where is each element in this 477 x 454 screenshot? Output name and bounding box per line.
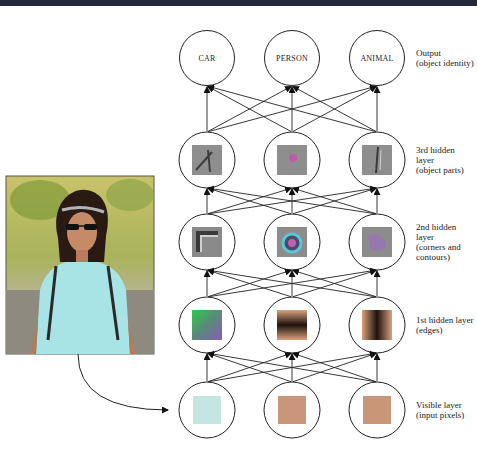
output-circle: CAR: [179, 30, 235, 86]
second-hidden-layer: [179, 214, 405, 270]
layer-arrow: [293, 86, 376, 131]
layer-arrow: [293, 353, 376, 381]
layer-arrow: [293, 353, 376, 381]
layer-description: (edges): [416, 325, 474, 335]
layer-arrow: [377, 354, 378, 381]
layer-description: (input pixels): [416, 410, 474, 420]
layer-arrow: [208, 86, 291, 131]
layer-arrow: [208, 353, 376, 382]
layer-arrow: [207, 87, 208, 131]
layer-name: 3rd hidden layer: [416, 145, 474, 165]
third-hidden-layer: [179, 132, 405, 188]
layer-arrow: [293, 270, 376, 296]
class-label: ANIMAL: [360, 54, 393, 63]
layer-arrow: [377, 87, 378, 131]
class-label: PERSON: [276, 54, 308, 63]
layer-name: 2nd hidden layer: [416, 222, 474, 242]
layer-description: (object identity): [416, 58, 474, 68]
layer-arrow: [293, 270, 376, 296]
layer-arrow: [207, 354, 208, 381]
layer-description: (corners and contours): [416, 242, 474, 262]
layer-description: (object parts): [416, 165, 474, 175]
layer-arrow: [208, 270, 376, 297]
layer-arrow: [208, 188, 291, 213]
layer-arrow: [208, 353, 291, 381]
visible-layer: [179, 382, 405, 438]
layer-arrow: [207, 271, 208, 296]
layer-arrow: [208, 188, 376, 214]
top-bar: [0, 0, 477, 6]
photo: [6, 176, 154, 354]
layer-arrow: [208, 270, 376, 297]
layer-arrow: [377, 189, 378, 213]
layer-arrow: [208, 353, 291, 381]
layer-name: Output: [416, 48, 474, 58]
output-circle: ANIMAL: [349, 30, 405, 86]
layer-name: 1st hidden layer: [416, 315, 474, 325]
class-label: CAR: [198, 54, 215, 63]
layer-arrow: [208, 86, 376, 131]
output-circle: PERSON: [264, 30, 320, 86]
layer-arrow: [208, 86, 291, 131]
layer-arrow: [293, 188, 376, 213]
first-hidden-layer: [179, 297, 405, 353]
layer-arrow: [207, 189, 208, 213]
layer-arrow: [208, 270, 291, 296]
layer-arrow: [208, 86, 376, 131]
layer-arrow: [293, 188, 376, 213]
layer-name: Visible layer: [416, 400, 474, 410]
layer-arrow: [208, 270, 291, 296]
pointer-arrow: [78, 354, 168, 410]
layer-arrow: [377, 271, 378, 296]
layer-arrow: [208, 353, 376, 382]
layer-arrow: [293, 86, 376, 131]
layer-arrow: [208, 188, 291, 213]
layer-arrow: [208, 188, 376, 214]
